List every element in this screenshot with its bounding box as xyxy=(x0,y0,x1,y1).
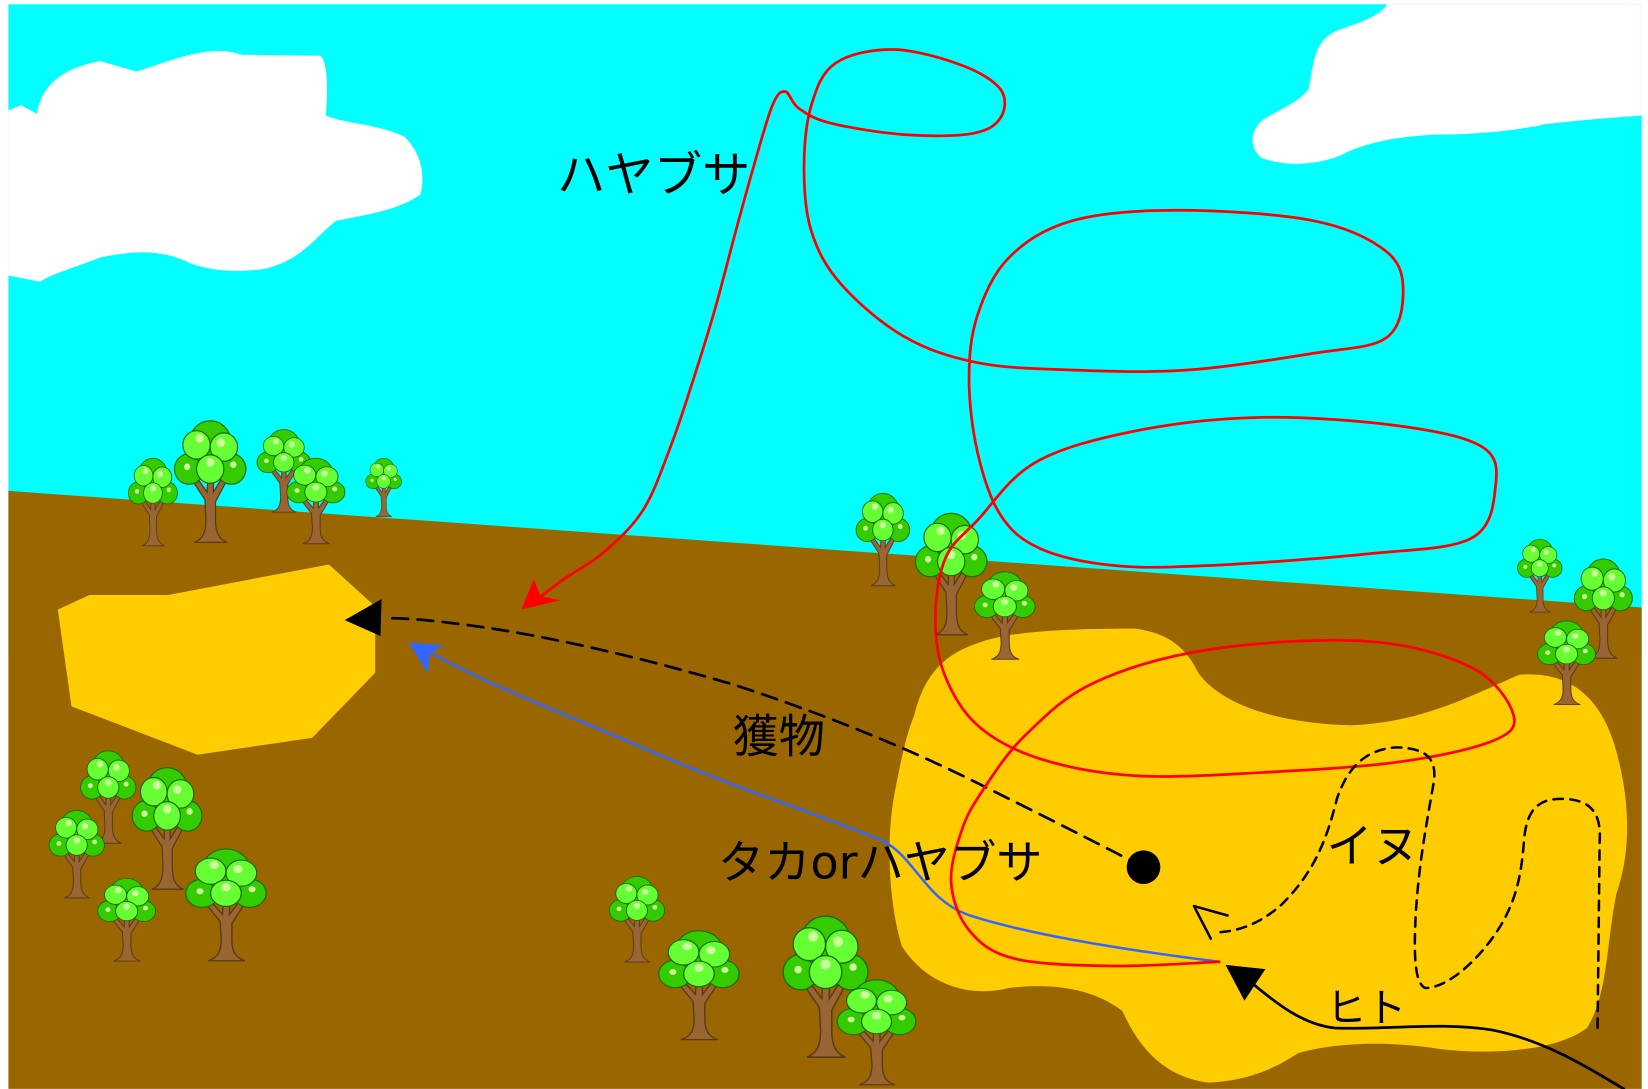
dog-path xyxy=(1215,746,1601,1030)
human-path xyxy=(1251,982,1626,1089)
hawk-arrowhead xyxy=(408,642,444,674)
label-human: ヒト xyxy=(1326,986,1406,1032)
label-dog: イヌ xyxy=(1326,819,1418,873)
human-arrowhead xyxy=(1225,964,1266,1001)
falcon-arrowhead xyxy=(521,579,561,610)
prey-start-dot xyxy=(1126,850,1161,884)
label-prey: 獲物 xyxy=(733,710,825,764)
prey-arrowhead xyxy=(344,599,382,636)
cloud-left xyxy=(8,50,423,282)
dog-arrowhead xyxy=(1192,904,1229,940)
yellow-field-right xyxy=(889,628,1628,1083)
falcon-flight-path xyxy=(529,48,1516,968)
hawk-flight-path xyxy=(427,650,1221,964)
label-hawk-or-falcon: タカorハヤブサ xyxy=(718,836,1043,890)
cloud-right xyxy=(1252,4,1642,164)
yellow-field-left xyxy=(57,564,376,755)
label-falcon: ハヤブサ xyxy=(557,147,750,203)
